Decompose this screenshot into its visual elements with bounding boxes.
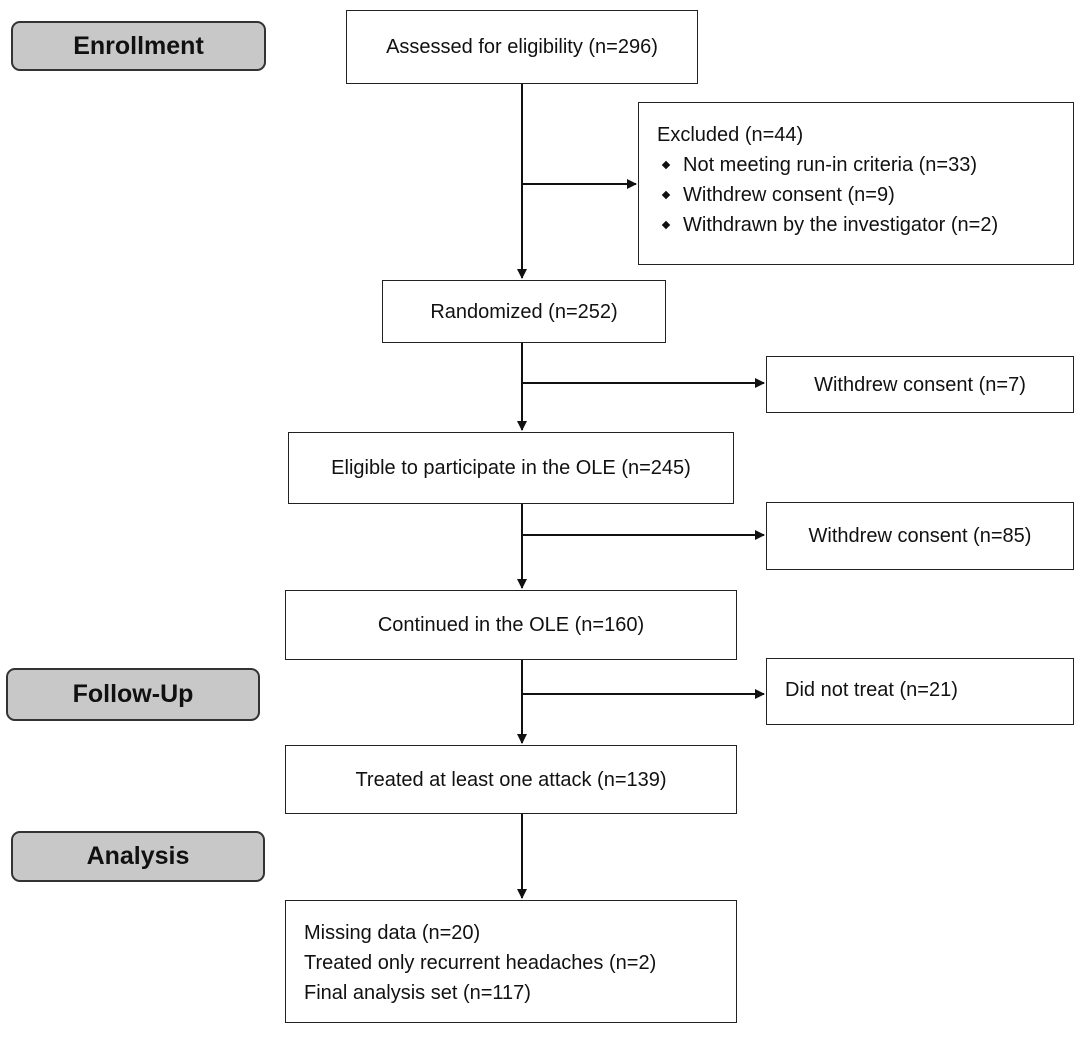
continued-ole-box: Continued in the OLE (n=160) [285, 590, 737, 660]
phase-label-follow-up: Follow-Up [6, 668, 260, 721]
analysis-line: Missing data (n=20) [304, 922, 481, 944]
analysis-line: Final analysis set (n=117) [304, 982, 531, 1004]
excluded-title: Excluded (n=44) [657, 124, 804, 146]
excluded-item-text: Withdrew consent (n=9) [683, 184, 895, 206]
diamond-bullet-icon [661, 160, 671, 170]
treated-box: Treated at least one attack (n=139) [285, 745, 737, 814]
analysis-line: Treated only recurrent headaches (n=2) [304, 952, 657, 974]
continued-ole-text: Continued in the OLE (n=160) [377, 614, 645, 636]
excluded-item-text: Not meeting run-in criteria (n=33) [683, 154, 978, 176]
withdrew-consent-7-box: Withdrew consent (n=7) [766, 356, 1074, 413]
diamond-bullet-icon [661, 190, 671, 200]
withdrew-consent-85-box: Withdrew consent (n=85) [766, 502, 1074, 570]
excluded-item-text: Withdrawn by the investigator (n=2) [683, 214, 999, 236]
randomized-box: Randomized (n=252) [382, 280, 666, 343]
eligible-ole-text: Eligible to participate in the OLE (n=24… [331, 457, 691, 479]
excluded-item: Withdrawn by the investigator (n=2) [657, 210, 1073, 240]
excluded-item: Withdrew consent (n=9) [657, 180, 1073, 210]
phase-label-text: Analysis [86, 842, 190, 870]
excluded-box: Excluded (n=44) Not meeting run-in crite… [638, 102, 1074, 265]
withdrew-consent-85-text: Withdrew consent (n=85) [808, 525, 1032, 547]
randomized-text: Randomized (n=252) [430, 300, 618, 323]
excluded-item: Not meeting run-in criteria (n=33) [657, 150, 1073, 180]
assessed-text: Assessed for eligibility (n=296) [386, 36, 658, 58]
phase-label-text: Enrollment [73, 31, 204, 60]
phase-label-analysis: Analysis [11, 831, 265, 882]
diamond-bullet-icon [661, 220, 671, 230]
did-not-treat-box: Did not treat (n=21) [766, 658, 1074, 725]
phase-label-text: Follow-Up [72, 680, 194, 708]
assessed-box: Assessed for eligibility (n=296) [346, 10, 698, 84]
treated-text: Treated at least one attack (n=139) [355, 768, 667, 791]
did-not-treat-text: Did not treat (n=21) [785, 679, 958, 701]
analysis-box: Missing data (n=20) Treated only recurre… [285, 900, 737, 1023]
eligible-ole-box: Eligible to participate in the OLE (n=24… [288, 432, 734, 504]
phase-label-enrollment: Enrollment [11, 21, 266, 71]
withdrew-consent-7-text: Withdrew consent (n=7) [814, 373, 1026, 396]
